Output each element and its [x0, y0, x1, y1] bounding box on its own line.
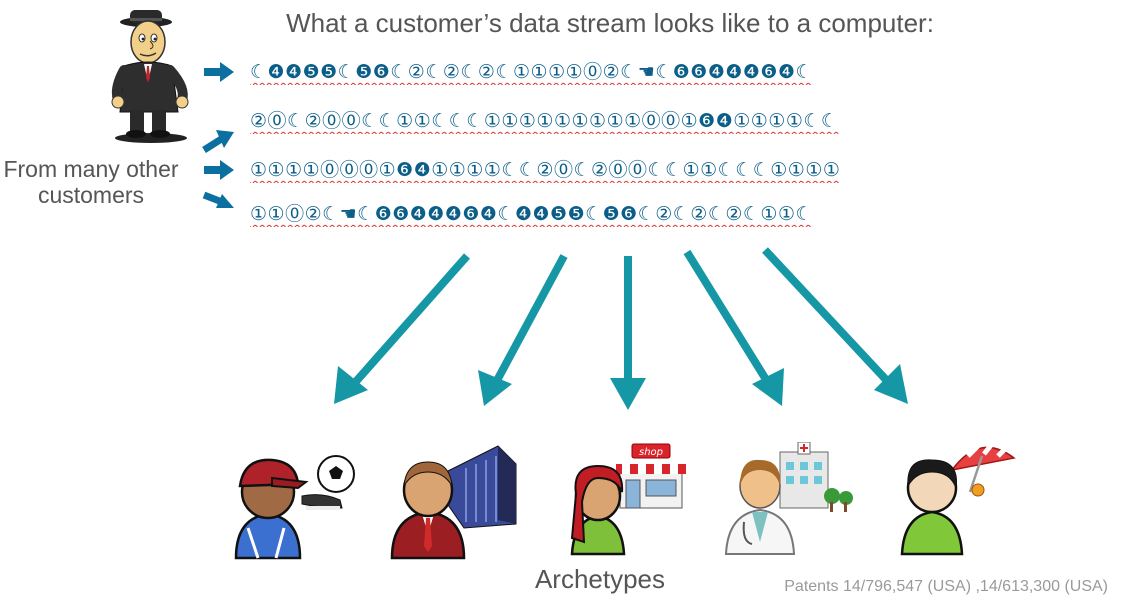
archetype-arrow-5-icon: [762, 247, 908, 404]
businessman-icon: [111, 10, 189, 143]
beach-goer-icon: [900, 442, 1016, 556]
archetype-arrow-2-icon: [478, 254, 568, 406]
stream-arrow-4-icon: [202, 191, 234, 208]
archetype-arrow-1-icon: [334, 253, 470, 404]
page-title: What a customer’s data stream looks like…: [286, 8, 934, 38]
data-stream-3: ①①①①⓪⓪⓪①❻❹①①①①☾☾②⓪☾②⓪⓪☾☾①①☾☾☾①①①①: [250, 159, 841, 181]
data-stream-2: ②⓪☾②⓪⓪☾☾①①☾☾☾①①①①①①①①①⓪⓪①❻❹①①①①☾☾: [250, 110, 839, 132]
data-stream-1: ☾❹❹❺❺☾❺❻☾②☾②☾②☾①①①①⓪②☾☚☾❻❻❹❹❹❻❹☾: [250, 61, 814, 83]
stream-arrow-2-icon: [202, 130, 234, 153]
shop-sign-text: shop: [639, 447, 663, 458]
archetype-arrow-3-icon: [610, 256, 646, 410]
data-stream-4: ①①⓪②☾☚☾❻❻❹❹❹❻❹☾❹❹❺❺☾❺❻☾②☾②☾②☾①①☾: [250, 203, 814, 225]
shopper-icon: shop: [570, 443, 686, 556]
doctor-icon: [724, 442, 853, 555]
soccer-fan-icon: [234, 455, 355, 560]
stream-arrow-3-icon: [204, 160, 234, 180]
other-customers-label: From many other customers: [3, 156, 179, 208]
patents-notice: Patents 14/796,547 (USA) ,14/613,300 (US…: [784, 578, 1108, 595]
archetype-arrow-4-icon: [683, 249, 784, 406]
archetypes-label: Archetypes: [534, 564, 666, 594]
business-person-icon: [390, 445, 517, 560]
stream-arrow-1-icon: [204, 62, 234, 82]
